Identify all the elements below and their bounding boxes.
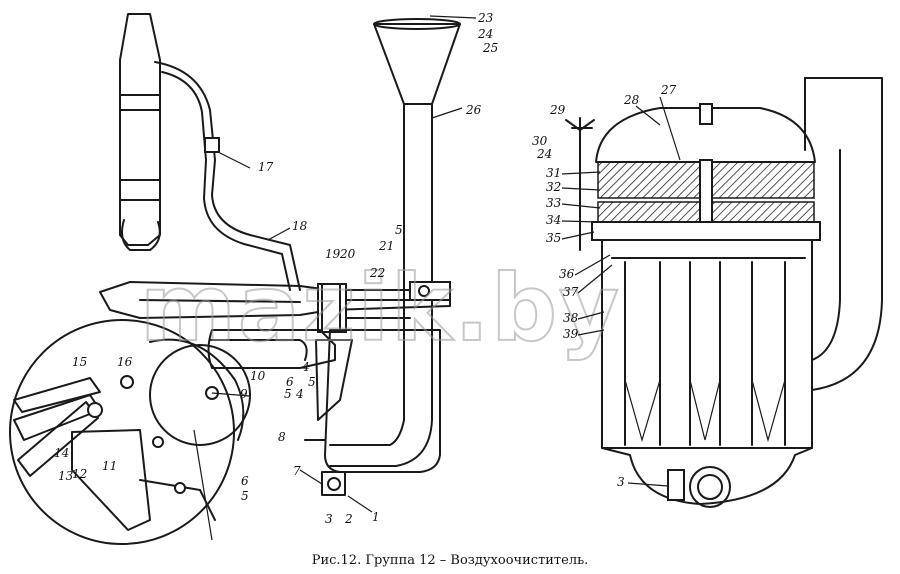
callout-3: 3 — [325, 512, 333, 526]
callout-29: 29 — [549, 103, 566, 117]
manifold-housing — [99, 281, 451, 369]
callout-27: 27 — [660, 83, 677, 97]
callout-6: 6 — [286, 375, 294, 389]
callout-31: 31 — [546, 166, 561, 180]
figure-caption: Рис.12. Группа 12 – Воздухоочиститель. — [311, 553, 589, 568]
callout-14: 14 — [54, 446, 69, 460]
callout-2: 2 — [344, 512, 353, 526]
callout-19: 19 — [325, 247, 341, 261]
callout-5-upper: 5 — [395, 223, 403, 237]
callout-36: 36 — [559, 267, 575, 281]
callout-10: 10 — [250, 369, 266, 383]
callout-18: 18 — [292, 219, 308, 233]
callout-30: 30 — [532, 134, 548, 148]
callout-13: 13 — [58, 469, 74, 483]
callout-5-lower: 5 — [284, 387, 292, 401]
callout-25: 25 — [482, 41, 498, 55]
callout-24: 24 — [477, 27, 493, 41]
right-air-cleaner-section — [565, 77, 883, 508]
callout-21: 21 — [378, 239, 394, 253]
callout-38: 38 — [563, 311, 579, 325]
callout-16: 16 — [117, 355, 133, 369]
callout-26: 26 — [465, 103, 482, 117]
callout-12: 12 — [72, 467, 87, 481]
callout-39: 39 — [563, 327, 579, 341]
callout-5: 5 — [308, 375, 316, 389]
callout-4: 4 — [301, 360, 310, 374]
callout-labels: 1 2 3 4 5 6 7 8 9 10 11 12 13 14 15 16 1… — [54, 11, 677, 526]
callout-35: 35 — [546, 231, 561, 245]
callout-23: 23 — [477, 11, 494, 25]
lower-body — [304, 329, 441, 496]
callout-11: 11 — [102, 459, 117, 473]
callout-33: 33 — [546, 196, 562, 210]
callout-22: 22 — [369, 266, 385, 280]
bent-breather-tube — [154, 61, 301, 291]
callout-17: 17 — [258, 160, 274, 174]
watermark: mazik.by — [140, 255, 621, 362]
callout-34: 34 — [546, 213, 561, 227]
funnel-intake-pipe — [329, 18, 461, 467]
callout-5-detail: 5 — [241, 489, 249, 503]
callout-7: 7 — [293, 464, 301, 478]
callout-37: 37 — [563, 285, 579, 299]
callout-3-right: 3 — [617, 475, 625, 489]
callout-20: 20 — [339, 247, 356, 261]
callout-8: 8 — [278, 430, 286, 444]
callout-6-detail: 6 — [241, 474, 249, 488]
callout-24-right: 24 — [536, 147, 552, 161]
callout-15: 15 — [72, 355, 87, 369]
callout-32: 32 — [546, 180, 561, 194]
callout-4-lower: 4 — [295, 387, 304, 401]
callout-9: 9 — [240, 387, 248, 401]
detail-magnified-view — [9, 319, 251, 545]
left-intake-pipe — [119, 13, 161, 251]
leader-lines — [211, 15, 681, 513]
callout-1: 1 — [372, 510, 380, 524]
callout-28: 28 — [623, 93, 640, 107]
